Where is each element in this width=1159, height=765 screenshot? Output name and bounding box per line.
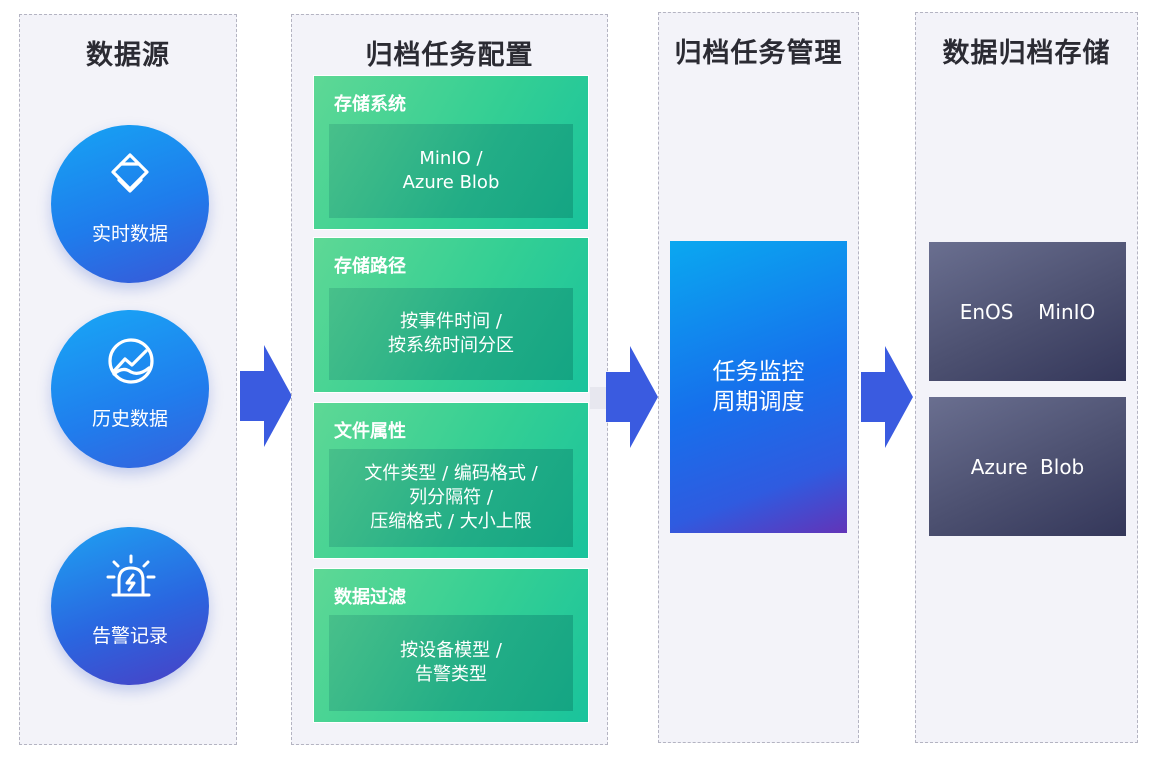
config-card-content: 文件类型 / 编码格式 / 列分隔符 / 压缩格式 / 大小上限 xyxy=(329,449,573,547)
data-source-title: 数据源 xyxy=(86,40,170,71)
config-card-title: 存储系统 xyxy=(334,94,406,115)
config-card-line: 文件类型 / 编码格式 / xyxy=(364,463,538,484)
config-card-line: MinIO / xyxy=(419,148,483,169)
config-card-line: 按系统时间分区 xyxy=(388,335,514,356)
archive-manage-column: 归档任务管理 任务监控 周期调度 xyxy=(658,12,859,743)
storage-label: Azure Blob xyxy=(970,454,1085,479)
historical-data-node: 历史数据 xyxy=(51,310,209,468)
realtime-data-label: 实时数据 xyxy=(91,223,168,245)
config-card-storage-path: 存储路径 按事件时间 / 按系统时间分区 xyxy=(313,237,589,393)
flow-arrow-3 xyxy=(861,346,913,448)
config-card-title: 文件属性 xyxy=(334,421,406,442)
flow-arrow-1 xyxy=(240,345,292,447)
flow-arrow-2 xyxy=(606,346,658,448)
manage-line: 周期调度 xyxy=(712,389,805,415)
realtime-data-node: 实时数据 xyxy=(51,125,209,283)
storage-azure-blob: Azure Blob xyxy=(929,397,1126,536)
config-card-storage-system: 存储系统 MinIO / Azure Blob xyxy=(313,75,589,230)
config-card-title: 存储路径 xyxy=(334,256,406,277)
config-card-data-filter: 数据过滤 按设备模型 / 告警类型 xyxy=(313,568,589,723)
storage-label: EnOS MinIO xyxy=(959,299,1096,324)
layers-icon xyxy=(111,153,149,193)
archive-storage-column: 数据归档存储 EnOS MinIO Azure Blob xyxy=(915,12,1138,743)
historical-data-label: 历史数据 xyxy=(91,408,168,430)
archive-manage-title: 归档任务管理 xyxy=(674,38,843,69)
storage-enos-minio: EnOS MinIO xyxy=(929,242,1126,381)
config-card-content: 按设备模型 / 告警类型 xyxy=(329,615,573,711)
archive-config-column: 归档任务配置 存储系统 MinIO / Azure Blob 存储路径 按事件时… xyxy=(291,14,608,745)
alarm-light-icon xyxy=(106,554,156,597)
archive-config-title: 归档任务配置 xyxy=(365,40,534,71)
config-card-line: 列分隔符 / xyxy=(409,487,493,508)
data-source-column: 数据源 实时数据 历史数据 xyxy=(19,14,237,745)
config-card-content: 按事件时间 / 按系统时间分区 xyxy=(329,288,573,380)
config-card-file-attributes: 文件属性 文件类型 / 编码格式 / 列分隔符 / 压缩格式 / 大小上限 xyxy=(313,402,589,559)
config-card-line: Azure Blob xyxy=(402,172,500,193)
flow-connector xyxy=(590,387,610,409)
config-card-line: 按设备模型 / xyxy=(400,640,502,661)
config-card-content: MinIO / Azure Blob xyxy=(329,124,573,218)
alarm-record-label: 告警记录 xyxy=(91,625,168,647)
config-card-line: 按事件时间 / xyxy=(400,311,502,332)
task-monitor-schedule-box: 任务监控 周期调度 xyxy=(670,241,847,533)
alarm-record-node: 告警记录 xyxy=(51,527,209,685)
config-card-title: 数据过滤 xyxy=(334,587,406,608)
manage-line: 任务监控 xyxy=(712,359,805,385)
config-card-line: 压缩格式 / 大小上限 xyxy=(370,511,532,532)
chart-trend-icon xyxy=(108,338,154,384)
config-card-line: 告警类型 xyxy=(415,664,487,685)
archive-storage-title: 数据归档存储 xyxy=(942,38,1111,69)
